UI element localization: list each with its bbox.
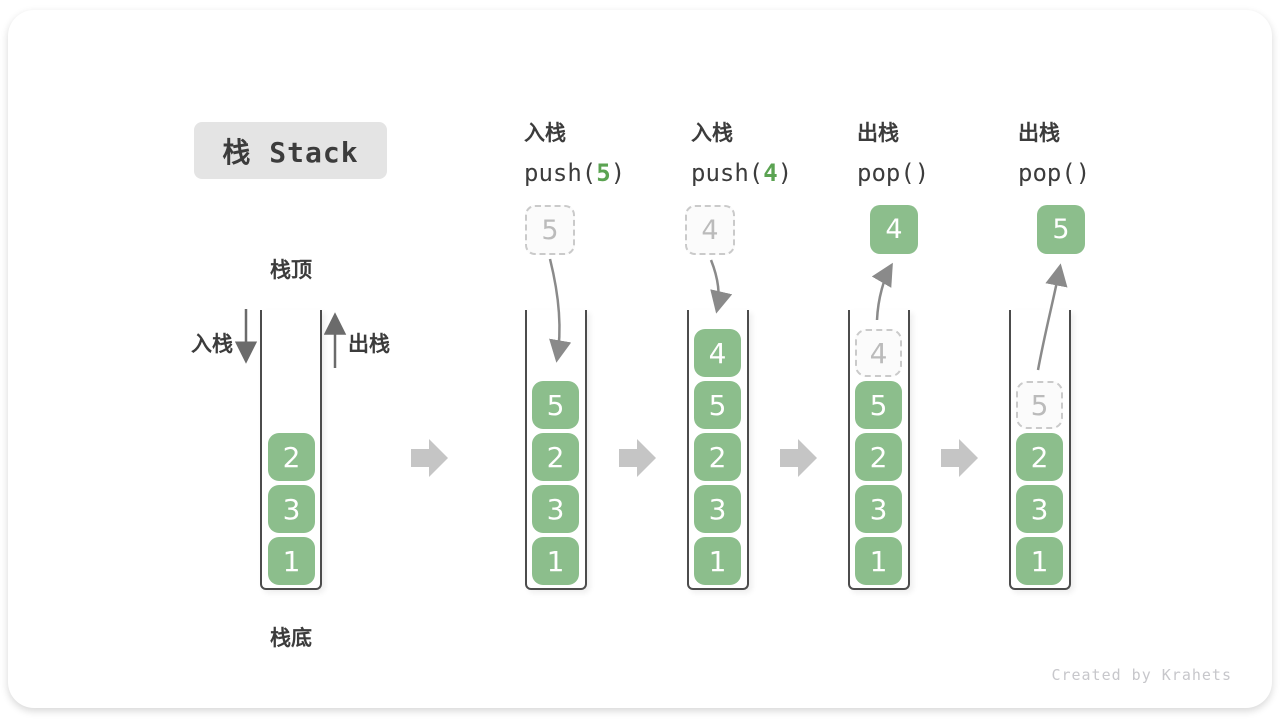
operation-code: pop(): [1018, 159, 1090, 187]
stack-item: 1: [855, 537, 902, 585]
operation-code: push(5): [524, 159, 625, 187]
popped-value-box: 5: [1037, 205, 1085, 254]
stack-item: 2: [855, 433, 902, 481]
next-step-arrow-icon: [780, 439, 817, 477]
stack-item: 1: [694, 537, 741, 585]
stack-item: 4: [694, 329, 741, 377]
stack-item: 3: [694, 485, 741, 533]
next-step-arrow-icon: [619, 439, 656, 477]
watermark: Created by Krahets: [1051, 666, 1232, 684]
code-suffix: ): [777, 159, 793, 187]
operation-label-push-4: 入栈 push(4): [691, 117, 792, 187]
stack-item: 5: [532, 381, 579, 429]
stack-item-ghost: 4: [855, 329, 902, 377]
stack-item: 5: [694, 381, 741, 429]
stack-container: [848, 310, 910, 590]
operation-label-push-5: 入栈 push(5): [524, 117, 625, 187]
operation-name: 出栈: [857, 122, 899, 145]
stack-item: 3: [1016, 485, 1063, 533]
stack-item: 2: [694, 433, 741, 481]
stack-item: 2: [1016, 433, 1063, 481]
operation-label-pop-1: 出栈 pop(): [857, 117, 929, 187]
stack-item: 2: [268, 433, 315, 481]
title-box: 栈 Stack: [194, 122, 387, 179]
code-prefix: push(: [524, 159, 597, 187]
code-prefix: pop(): [1018, 159, 1091, 187]
code-prefix: push(: [691, 159, 764, 187]
stack-item: 1: [268, 537, 315, 585]
stack-container: [687, 310, 749, 590]
next-step-arrow-icon: [941, 439, 978, 477]
push-direction-label: 入栈: [191, 333, 233, 356]
operation-code: pop(): [857, 159, 929, 187]
stack-item-ghost: 5: [1016, 381, 1063, 429]
operation-name: 入栈: [691, 122, 733, 145]
stack-container: [260, 310, 322, 590]
pushed-value-box: 4: [685, 205, 735, 255]
operation-code: push(4): [691, 159, 792, 187]
stack-container: [1009, 310, 1071, 590]
stack-item: 2: [532, 433, 579, 481]
operation-name: 入栈: [524, 122, 566, 145]
diagram-card: 栈 Stack 入栈 push(5) 入栈 push(4) 出栈 pop() 出…: [8, 10, 1272, 708]
stack-container: [525, 310, 587, 590]
pushed-value-box: 5: [525, 205, 575, 255]
next-step-arrow-icon: [411, 439, 448, 477]
code-arg: 5: [596, 159, 611, 187]
popped-value-box: 4: [870, 205, 918, 254]
stack-top-label: 栈顶: [270, 259, 312, 282]
stack-item: 1: [1016, 537, 1063, 585]
title-text: 栈 Stack: [222, 135, 359, 169]
code-arg: 4: [763, 159, 778, 187]
stack-item: 3: [532, 485, 579, 533]
push-arrow-icon: [709, 259, 733, 314]
operation-name: 出栈: [1018, 122, 1060, 145]
pop-direction-label: 出栈: [348, 333, 390, 356]
operation-label-pop-2: 出栈 pop(): [1018, 117, 1090, 187]
stack-bottom-label: 栈底: [270, 627, 312, 650]
stack-item: 3: [855, 485, 902, 533]
stack-item: 5: [855, 381, 902, 429]
stack-item: 1: [532, 537, 579, 585]
code-suffix: ): [610, 159, 626, 187]
stack-item: 3: [268, 485, 315, 533]
code-prefix: pop(): [857, 159, 930, 187]
